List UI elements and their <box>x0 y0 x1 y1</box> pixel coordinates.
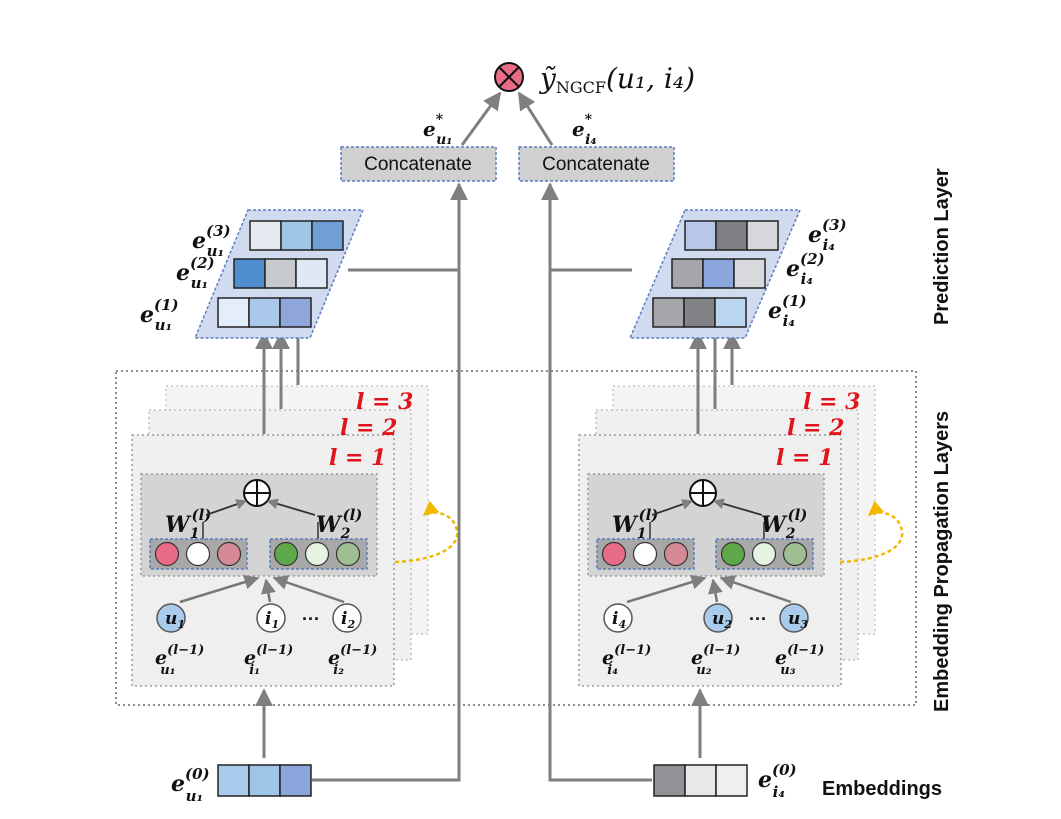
item-right-circle-1 <box>720 541 746 567</box>
item-right-circle-3 <box>782 541 808 567</box>
user-stack-rows <box>217 220 344 328</box>
item-stack-label-2: e(2)i₄ <box>786 250 825 288</box>
item-stack-row-2-cell-1 <box>671 258 704 289</box>
user-embedding-vector <box>217 764 312 797</box>
item-w2-label: W2(l) <box>761 506 807 542</box>
user-right-circle-2 <box>304 541 330 567</box>
svg-text:u3: u3 <box>788 609 808 631</box>
item-feedback-arrow <box>839 500 904 564</box>
item-node-u3: u3 <box>779 603 809 633</box>
item-embedding-vector <box>653 764 748 797</box>
user-ellipsis: ··· <box>302 609 320 629</box>
user-stack-label-1: e(1)u₁ <box>140 296 179 334</box>
user-stack-row-3-cell-1 <box>217 297 250 328</box>
item-concatenate-box <box>518 146 675 182</box>
svg-text:i2: i2 <box>341 609 355 631</box>
user-embedding-cell-2 <box>248 764 281 797</box>
user-stack-row-2-cell-3 <box>295 258 328 289</box>
item-node-u2: u2 <box>703 603 733 633</box>
item-stack-row-2-cell-3 <box>733 258 766 289</box>
item-stack-row-3-cell-3 <box>714 297 747 328</box>
item-layer-3-label: l = 3 <box>803 389 860 415</box>
user-embedding-label: e(0)u₁ <box>171 765 210 805</box>
user-concatenate-label: Concatenate <box>364 154 472 175</box>
user-stack-row-3-cell-3 <box>279 297 312 328</box>
user-feedback-arrow <box>394 500 459 564</box>
user-layer-3-label: l = 3 <box>356 389 413 415</box>
item-embedding-cell-2 <box>684 764 717 797</box>
item-ellipsis: ··· <box>749 609 767 629</box>
item-star-embedding-label: e*i₄ <box>572 112 597 148</box>
embeddings-side-label: Embeddings <box>822 778 942 800</box>
item-left-circle-3 <box>663 541 689 567</box>
user-w2-label: W2(l) <box>316 506 362 542</box>
user-left-circle-3 <box>216 541 242 567</box>
propagation-outer-frame <box>115 370 917 706</box>
user-node-label-3: e(l−1)i₂ <box>328 643 377 678</box>
item-left-circle-2 <box>632 541 658 567</box>
item-stack-label-3: e(3)i₄ <box>808 216 847 254</box>
user-stack-row-1-cell-2 <box>280 220 313 251</box>
output-prediction-label: ỹNGCF(u₁, i₄) <box>538 62 695 97</box>
item-layer-2-label: l = 2 <box>787 415 844 441</box>
item-stack-row-3-cell-2 <box>683 297 716 328</box>
svg-text:i4: i4 <box>612 609 626 631</box>
user-stack-row-1-cell-1 <box>249 220 282 251</box>
user-layer-1-label: l = 1 <box>329 445 386 471</box>
user-concatenate-box <box>340 146 497 182</box>
item-stack-row-2-cell-2 <box>702 258 735 289</box>
svg-text:i1: i1 <box>265 609 279 631</box>
user-layer-2-label: l = 2 <box>340 415 397 441</box>
user-star-embedding-label: e*u₁ <box>423 112 452 148</box>
user-node-label-1: e(l−1)u₁ <box>155 643 204 678</box>
user-embedding-cell-3 <box>279 764 312 797</box>
svg-text:u1: u1 <box>165 609 185 631</box>
item-w1-label: W1(l) <box>612 506 658 542</box>
user-node-label-2: e(l−1)i₁ <box>244 643 293 678</box>
user-stack-row-3-cell-2 <box>248 297 281 328</box>
item-embedding-label: e(0)i₄ <box>758 761 797 801</box>
user-right-circle-3 <box>335 541 361 567</box>
user-right-circle-1 <box>273 541 299 567</box>
user-w1-label: W1(l) <box>165 506 211 542</box>
user-stack-row-2-cell-1 <box>233 258 266 289</box>
item-concatenate-label: Concatenate <box>542 154 650 175</box>
item-layer-1-label: l = 1 <box>776 445 833 471</box>
item-right-circle-2 <box>751 541 777 567</box>
item-embedding-cell-3 <box>715 764 748 797</box>
user-propagation-stack: l = 3 l = 2 l = 1 W1(l) W2(l) u1 i1 i2 ···… <box>131 385 459 687</box>
item-stack-row-1-cell-3 <box>746 220 779 251</box>
user-left-circle-1 <box>154 541 180 567</box>
item-embedding-cell-1 <box>653 764 686 797</box>
user-node-i2: i2 <box>332 603 362 633</box>
user-node-u1: u1 <box>156 603 186 633</box>
item-stack-row-3-cell-1 <box>652 297 685 328</box>
user-stack-label-3: e(3)u₁ <box>192 222 231 260</box>
item-propagation-stack: l = 3 l = 2 l = 1 W1(l) W2(l) i4 u2 u3 ···… <box>578 385 904 687</box>
item-node-label-3: e(l−1)u₃ <box>775 643 824 678</box>
item-node-label-2: e(l−1)u₂ <box>691 643 740 678</box>
item-node-i4: i4 <box>603 603 633 633</box>
item-stack-label-1: e(1)i₄ <box>768 292 807 330</box>
user-embedding-cell-1 <box>217 764 250 797</box>
user-node-i1: i1 <box>256 603 286 633</box>
item-left-circle-1 <box>601 541 627 567</box>
user-stack-label-2: e(2)u₁ <box>176 254 215 292</box>
item-stack-row-1-cell-2 <box>715 220 748 251</box>
user-stack-row-1-cell-3 <box>311 220 344 251</box>
item-stack-row-1-cell-1 <box>684 220 717 251</box>
svg-text:u2: u2 <box>712 609 732 631</box>
item-node-label-1: e(l−1)i₄ <box>602 643 651 678</box>
item-stack-rows <box>652 220 779 328</box>
user-stack-row-2-cell-2 <box>264 258 297 289</box>
prediction-layer-side-label: Prediction Layer <box>931 168 953 325</box>
propagation-layers-side-label: Embedding Propagation Layers <box>931 411 953 712</box>
user-left-circle-2 <box>185 541 211 567</box>
